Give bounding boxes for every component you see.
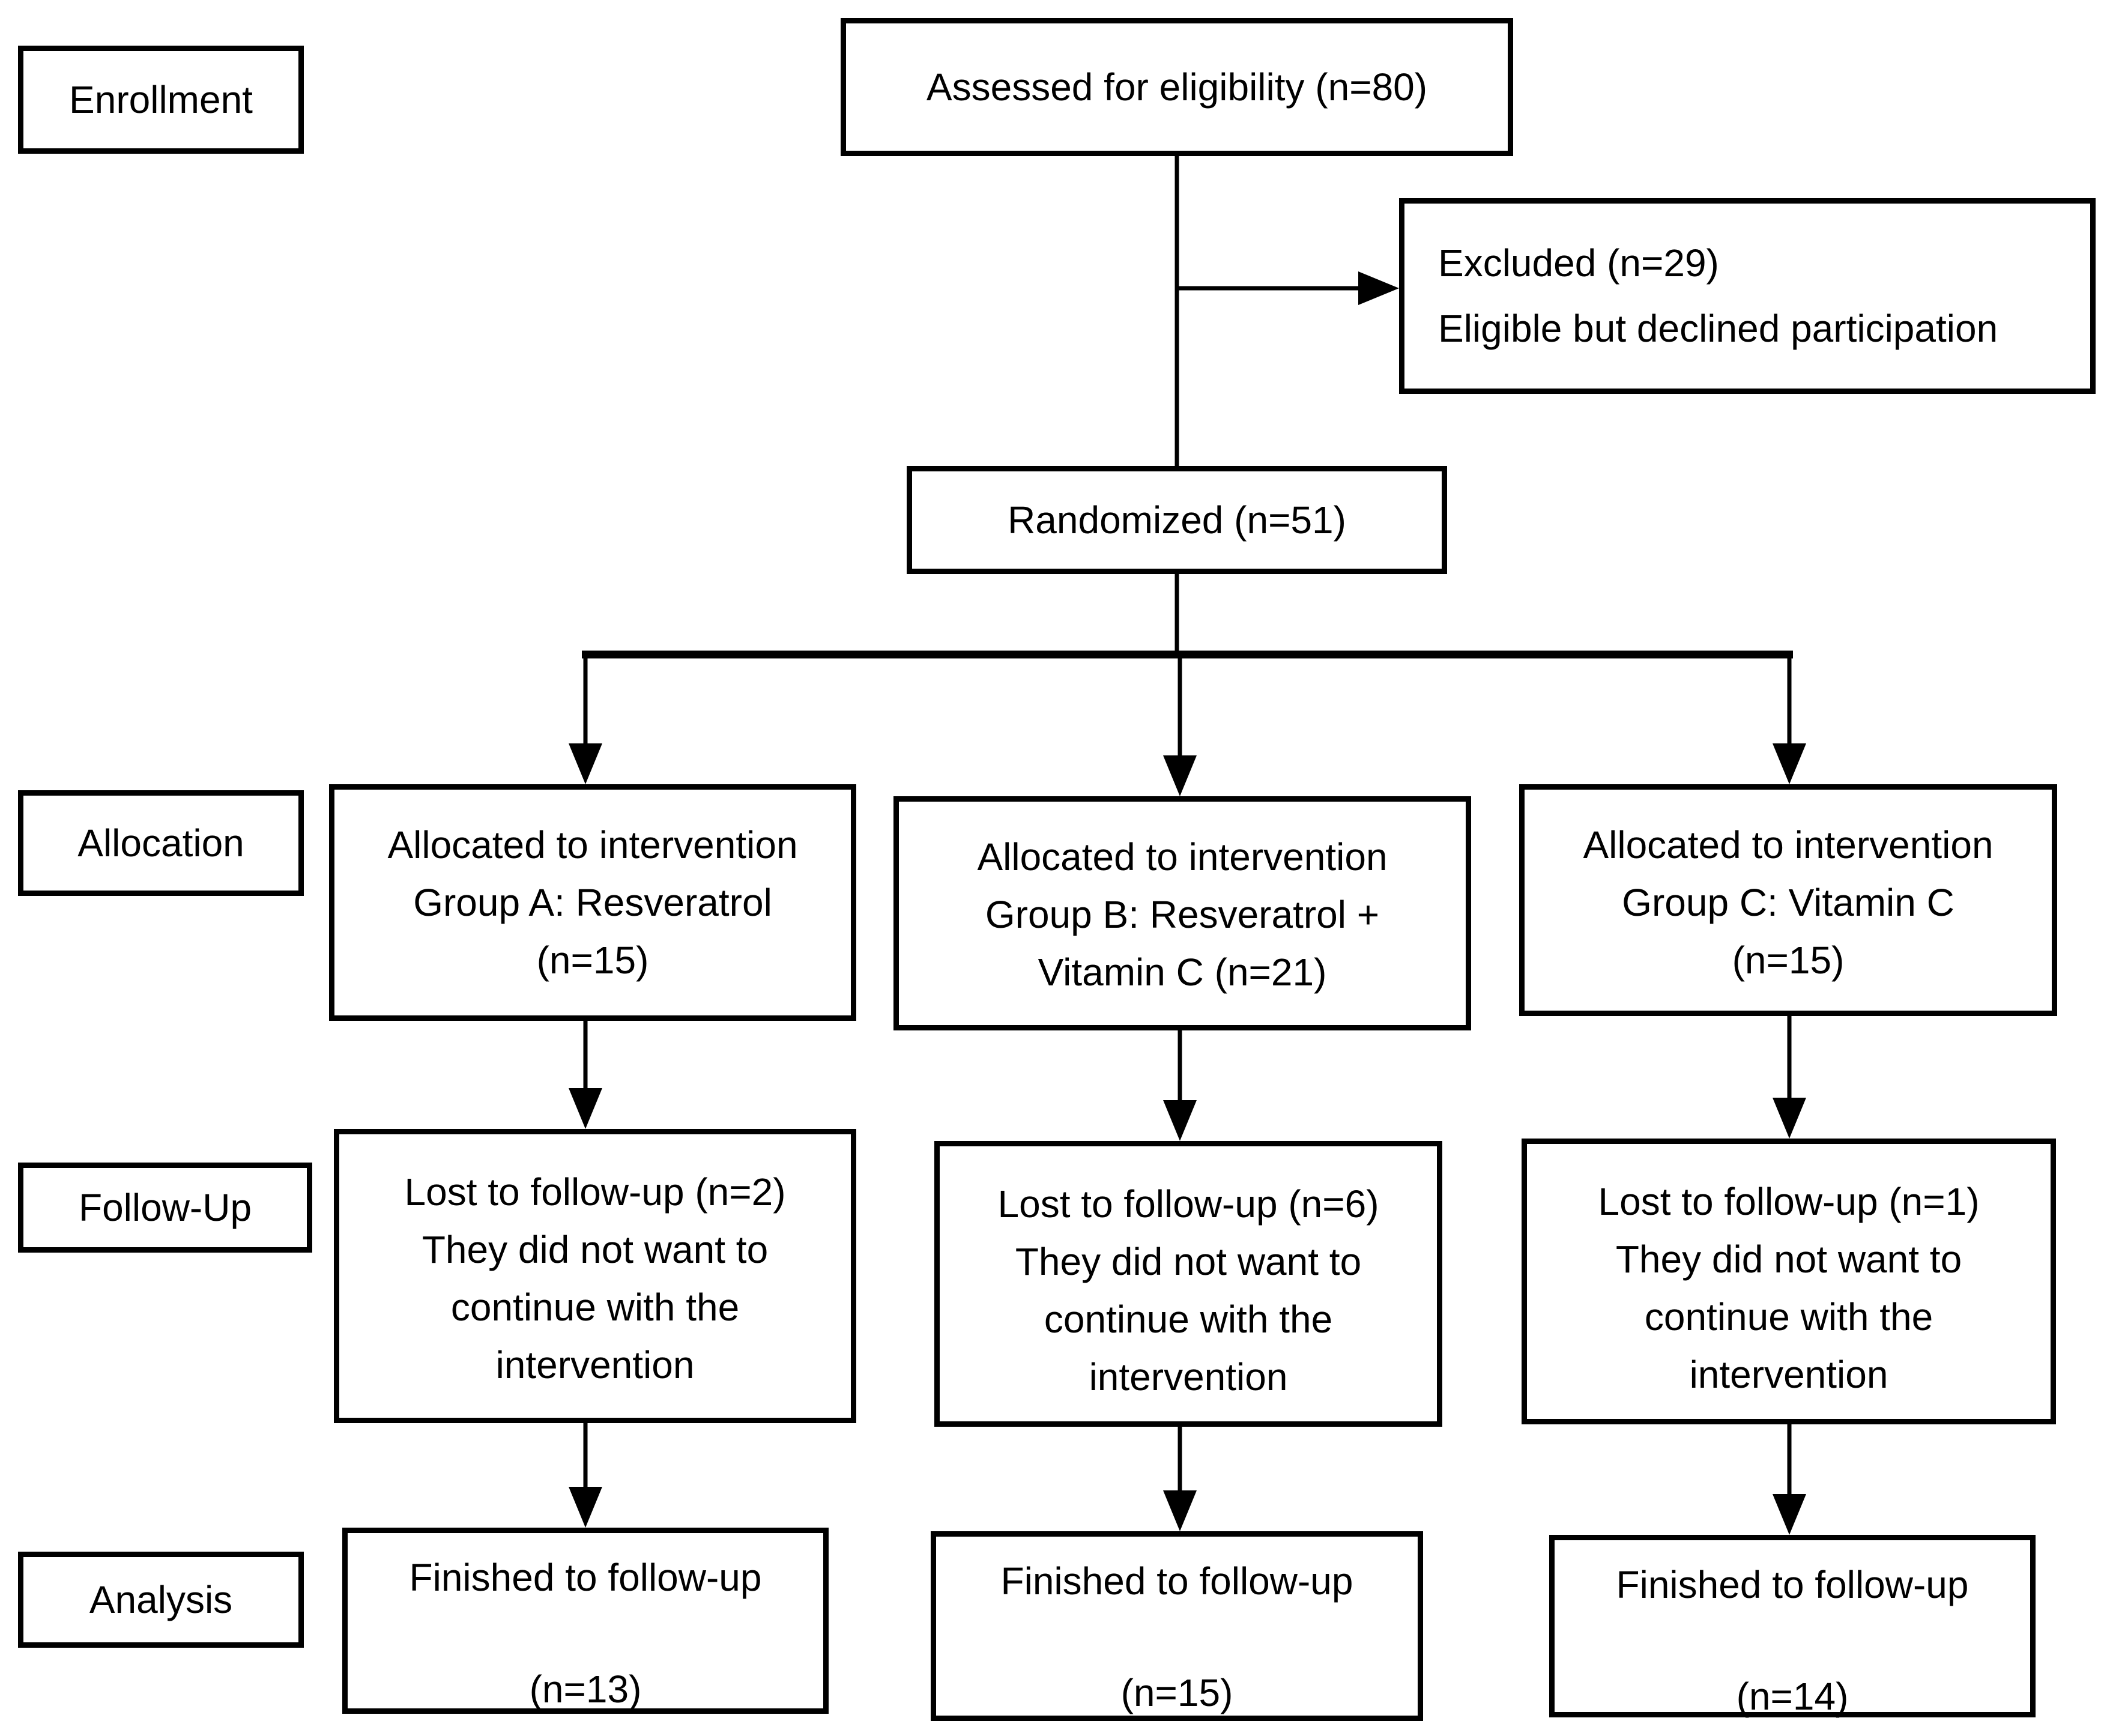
arrow-group-c-to-followup-head bbox=[1773, 1098, 1806, 1139]
analysis-box-group-c: Finished to follow-up (n=14) bbox=[1549, 1535, 2036, 1718]
arrow-followup-a-to-analysis-head bbox=[569, 1487, 602, 1528]
arrow-randomized-to-group-c-head bbox=[1773, 743, 1806, 784]
arrow-group-c-to-followup bbox=[1773, 1016, 1806, 1139]
arrow-group-b-to-followup bbox=[1163, 1030, 1197, 1141]
analysis-box-group-b: Finished to follow-up (n=15) bbox=[931, 1531, 1423, 1721]
allocation-box-group-c: Allocated to intervention Group C: Vitam… bbox=[1519, 784, 2057, 1016]
analysis-box-group-a: Finished to follow-up (n=13) bbox=[342, 1528, 829, 1714]
arrow-randomized-to-group-a-head bbox=[569, 743, 602, 784]
arrow-randomized-to-group-c bbox=[1773, 655, 1806, 784]
arrow-group-a-to-followup-head bbox=[569, 1088, 602, 1129]
arrow-followup-c-to-analysis-head bbox=[1773, 1494, 1806, 1535]
stage-label-enrollment: Enrollment bbox=[18, 46, 304, 154]
assessed-box: Assessed for eligibility (n=80) bbox=[841, 18, 1513, 156]
branch-randomized bbox=[582, 574, 1793, 659]
stage-label-allocation: Allocation bbox=[18, 790, 304, 896]
allocation-box-group-a: Allocated to intervention Group A: Resve… bbox=[329, 784, 856, 1021]
arrow-followup-b-to-analysis bbox=[1163, 1427, 1197, 1531]
stage-label-followup: Follow-Up bbox=[18, 1163, 312, 1253]
arrow-followup-b-to-analysis-head bbox=[1163, 1490, 1197, 1531]
allocation-box-group-b: Allocated to intervention Group B: Resve… bbox=[893, 796, 1471, 1030]
arrow-group-b-to-followup-head bbox=[1163, 1100, 1197, 1141]
arrow-group-a-to-followup bbox=[569, 1021, 602, 1129]
stage-label-analysis: Analysis bbox=[18, 1552, 304, 1648]
arrow-followup-c-to-analysis bbox=[1773, 1424, 1806, 1535]
arrow-to-excluded bbox=[1177, 271, 1399, 305]
randomized-box: Randomized (n=51) bbox=[907, 466, 1447, 574]
followup-box-group-b: Lost to follow-up (n=6) They did not wan… bbox=[934, 1141, 1442, 1427]
arrow-randomized-to-group-b bbox=[1163, 655, 1197, 796]
arrow-randomized-to-group-a bbox=[569, 655, 602, 784]
excluded-box: Excluded (n=29) Eligible but declined pa… bbox=[1399, 198, 2096, 394]
followup-box-group-a: Lost to follow-up (n=2) They did not wan… bbox=[334, 1129, 856, 1423]
arrow-randomized-to-group-b-head bbox=[1163, 755, 1197, 796]
arrow-followup-a-to-analysis bbox=[569, 1423, 602, 1528]
arrow-to-excluded-head bbox=[1358, 271, 1399, 305]
followup-box-group-c: Lost to follow-up (n=1) They did not wan… bbox=[1522, 1139, 2056, 1424]
